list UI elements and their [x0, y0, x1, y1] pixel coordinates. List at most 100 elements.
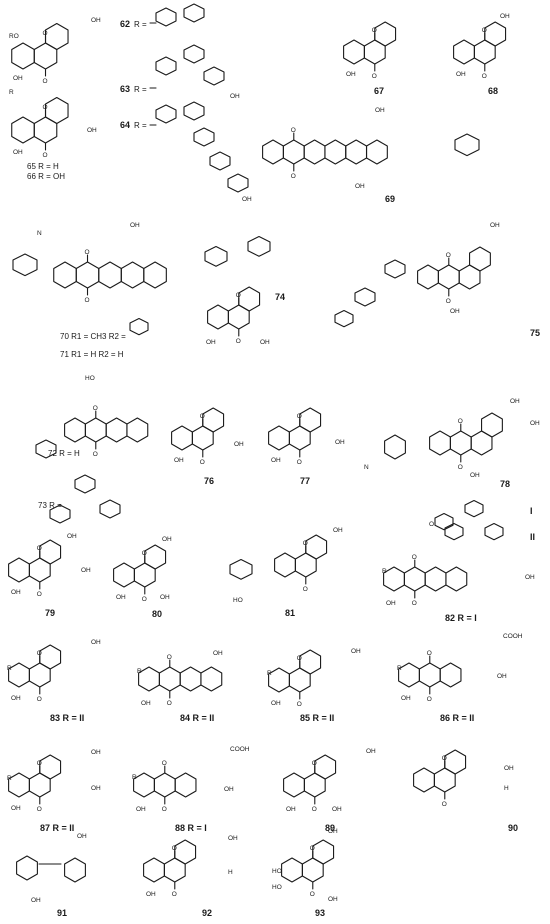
- sugar-ring: [155, 104, 177, 124]
- fused-ring: [365, 139, 388, 165]
- fused-ring: [138, 666, 160, 692]
- carbonyl-oxygen: O: [442, 755, 447, 762]
- fused-ring: [403, 566, 426, 592]
- carbonyl-oxygen: O: [297, 655, 302, 662]
- hydroxyl: OH: [91, 17, 101, 24]
- hydroxyl: OH: [456, 71, 466, 78]
- fused-ring: [312, 839, 335, 865]
- carbonyl-oxygen: O: [37, 760, 42, 767]
- r-group: R: [382, 568, 387, 575]
- carboxyl: COOH: [503, 633, 523, 640]
- sugar-ring: [209, 151, 231, 171]
- carbonyl-oxygen: O: [310, 891, 315, 898]
- fused-ring: [202, 407, 225, 433]
- compound-label-92: 92: [202, 908, 213, 918]
- carbonyl-oxygen: O: [412, 600, 417, 607]
- sugar-ring: [74, 474, 96, 494]
- hydroxyl: OH: [386, 600, 396, 607]
- r-line-71: 71 R1 = H R2 = H: [60, 350, 124, 359]
- compound-label-89: 89: [325, 823, 336, 833]
- hydroxyl: HO: [272, 868, 282, 875]
- fused-ring: [11, 116, 35, 144]
- sugar-ring: [203, 66, 225, 86]
- fused-ring: [143, 857, 165, 883]
- hydroxyl: OH: [174, 457, 184, 464]
- compound-label-77: 77: [300, 476, 311, 486]
- sugar-ring: [99, 499, 121, 519]
- fused-ring: [398, 662, 420, 688]
- fused-ring: [64, 417, 86, 443]
- r-line-66: 66 R = OH: [27, 172, 66, 181]
- hydroxyl: OH: [162, 536, 172, 543]
- sugar-ring: [464, 499, 484, 518]
- compound-label-79: 79: [45, 608, 56, 618]
- hydroxyl: OH: [116, 594, 126, 601]
- sugar-ring: [484, 522, 504, 541]
- r-eq-64: R =: [134, 121, 147, 130]
- sugar-ring: [227, 173, 249, 193]
- carbonyl-oxygen: O: [303, 586, 308, 593]
- fused-ring: [179, 666, 202, 692]
- carbonyl-oxygen: O: [291, 127, 296, 134]
- amine-nitrogen: N: [364, 464, 369, 471]
- fused-ring: [39, 754, 62, 780]
- compound-label-82: 82 R = I: [445, 613, 477, 623]
- sugar-ring: [354, 287, 376, 307]
- compound-label-93: 93: [315, 908, 326, 918]
- fused-ring: [39, 644, 62, 670]
- compound-label-78: 78: [500, 479, 511, 489]
- compound-label-85: 85 R = II: [300, 713, 335, 723]
- carbonyl-oxygen: O: [43, 152, 48, 159]
- sugar-ring: [454, 133, 480, 157]
- fused-ring: [75, 261, 100, 289]
- r-eq-62: R =: [134, 20, 147, 29]
- compound-label-83: 83 R = II: [50, 713, 85, 723]
- hydroxyl: OH: [525, 574, 535, 581]
- fused-ring: [437, 264, 460, 290]
- carbonyl-oxygen: O: [172, 845, 177, 852]
- fused-ring: [262, 139, 284, 165]
- fused-ring: [200, 666, 223, 692]
- hydroxyl: OH: [206, 339, 216, 346]
- hydroxyl: OH: [335, 439, 345, 446]
- fused-ring: [126, 417, 149, 443]
- compound-label-81: 81: [285, 608, 296, 618]
- hydroxyl: OH: [530, 420, 540, 427]
- fused-ring: [33, 116, 58, 144]
- keto-oxygen: O: [429, 521, 434, 528]
- carbonyl-oxygen: O: [372, 27, 377, 34]
- hydrogen: H: [228, 869, 233, 876]
- fused-ring: [305, 534, 328, 560]
- carbonyl-oxygen: O: [427, 650, 432, 657]
- cyclohexyl-ring: [384, 434, 406, 460]
- carbonyl-oxygen: O: [200, 413, 205, 420]
- fused-ring: [449, 430, 472, 456]
- carbonyl-oxygen: O: [93, 405, 98, 412]
- hydroxyl: OH: [328, 896, 338, 903]
- sugar-chain: O: [429, 499, 504, 541]
- carbonyl-oxygen: O: [142, 550, 147, 557]
- carbonyl-oxygen: O: [310, 845, 315, 852]
- carbonyl-oxygen: O: [412, 554, 417, 561]
- fused-ring: [314, 754, 337, 780]
- substituent-64: 64 R = OH: [120, 101, 252, 205]
